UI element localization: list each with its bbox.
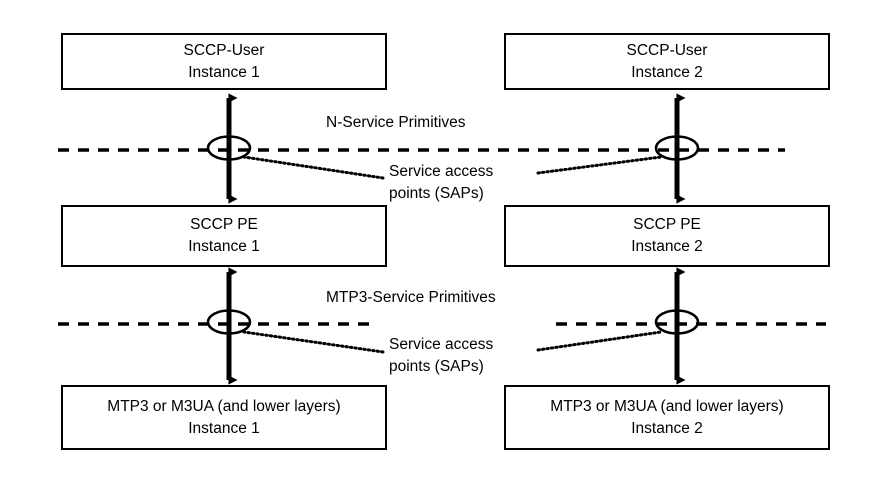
node-sccp-user-2-line2: Instance 2 <box>631 63 703 81</box>
node-sccp-user-2-line1: SCCP-User <box>626 41 708 59</box>
sap-ellipse-lower-right <box>654 309 700 335</box>
leader-lower-right <box>536 330 663 352</box>
leader-upper-left <box>242 155 385 180</box>
leader-lower-left <box>242 330 385 354</box>
node-sccp-user-1-line1: SCCP-User <box>183 41 265 59</box>
node-mtp3-2[interactable]: MTP3 or M3UA (and lower layers) Instance… <box>504 385 830 450</box>
sap-ellipse-lower-left <box>206 309 252 335</box>
node-sccp-pe-2-line1: SCCP PE <box>633 216 701 233</box>
node-mtp3-1-line2: Instance 1 <box>188 419 260 437</box>
label-sap-lower-line1: Service access <box>389 336 494 353</box>
node-sccp-pe-1-line2: Instance 1 <box>188 238 260 255</box>
node-sccp-user-1[interactable]: SCCP-User Instance 1 <box>61 33 387 90</box>
leader-upper-right <box>536 155 663 175</box>
node-mtp3-1-line1: MTP3 or M3UA (and lower layers) <box>107 397 341 415</box>
label-mtp3-service-primitives: MTP3-Service Primitives <box>326 289 496 306</box>
node-sccp-pe-1[interactable]: SCCP PE Instance 1 <box>61 205 387 267</box>
node-sccp-user-1-line2: Instance 1 <box>188 63 260 81</box>
label-sap-upper-line2: points (SAPs) <box>389 185 484 202</box>
node-sccp-user-2[interactable]: SCCP-User Instance 2 <box>504 33 830 90</box>
sap-ellipse-upper-right <box>654 135 700 161</box>
label-sap-upper-line1: Service access <box>389 163 494 180</box>
node-sccp-pe-1-line1: SCCP PE <box>190 216 258 233</box>
node-sccp-pe-2[interactable]: SCCP PE Instance 2 <box>504 205 830 267</box>
label-sap-lower-line2: points (SAPs) <box>389 358 484 375</box>
node-sccp-pe-2-line2: Instance 2 <box>631 238 703 255</box>
node-mtp3-2-line2: Instance 2 <box>631 419 703 437</box>
label-n-service-primitives: N-Service Primitives <box>326 114 466 131</box>
node-mtp3-2-line1: MTP3 or M3UA (and lower layers) <box>550 397 784 415</box>
sap-ellipse-upper-left <box>206 135 252 161</box>
node-mtp3-1[interactable]: MTP3 or M3UA (and lower layers) Instance… <box>61 385 387 450</box>
